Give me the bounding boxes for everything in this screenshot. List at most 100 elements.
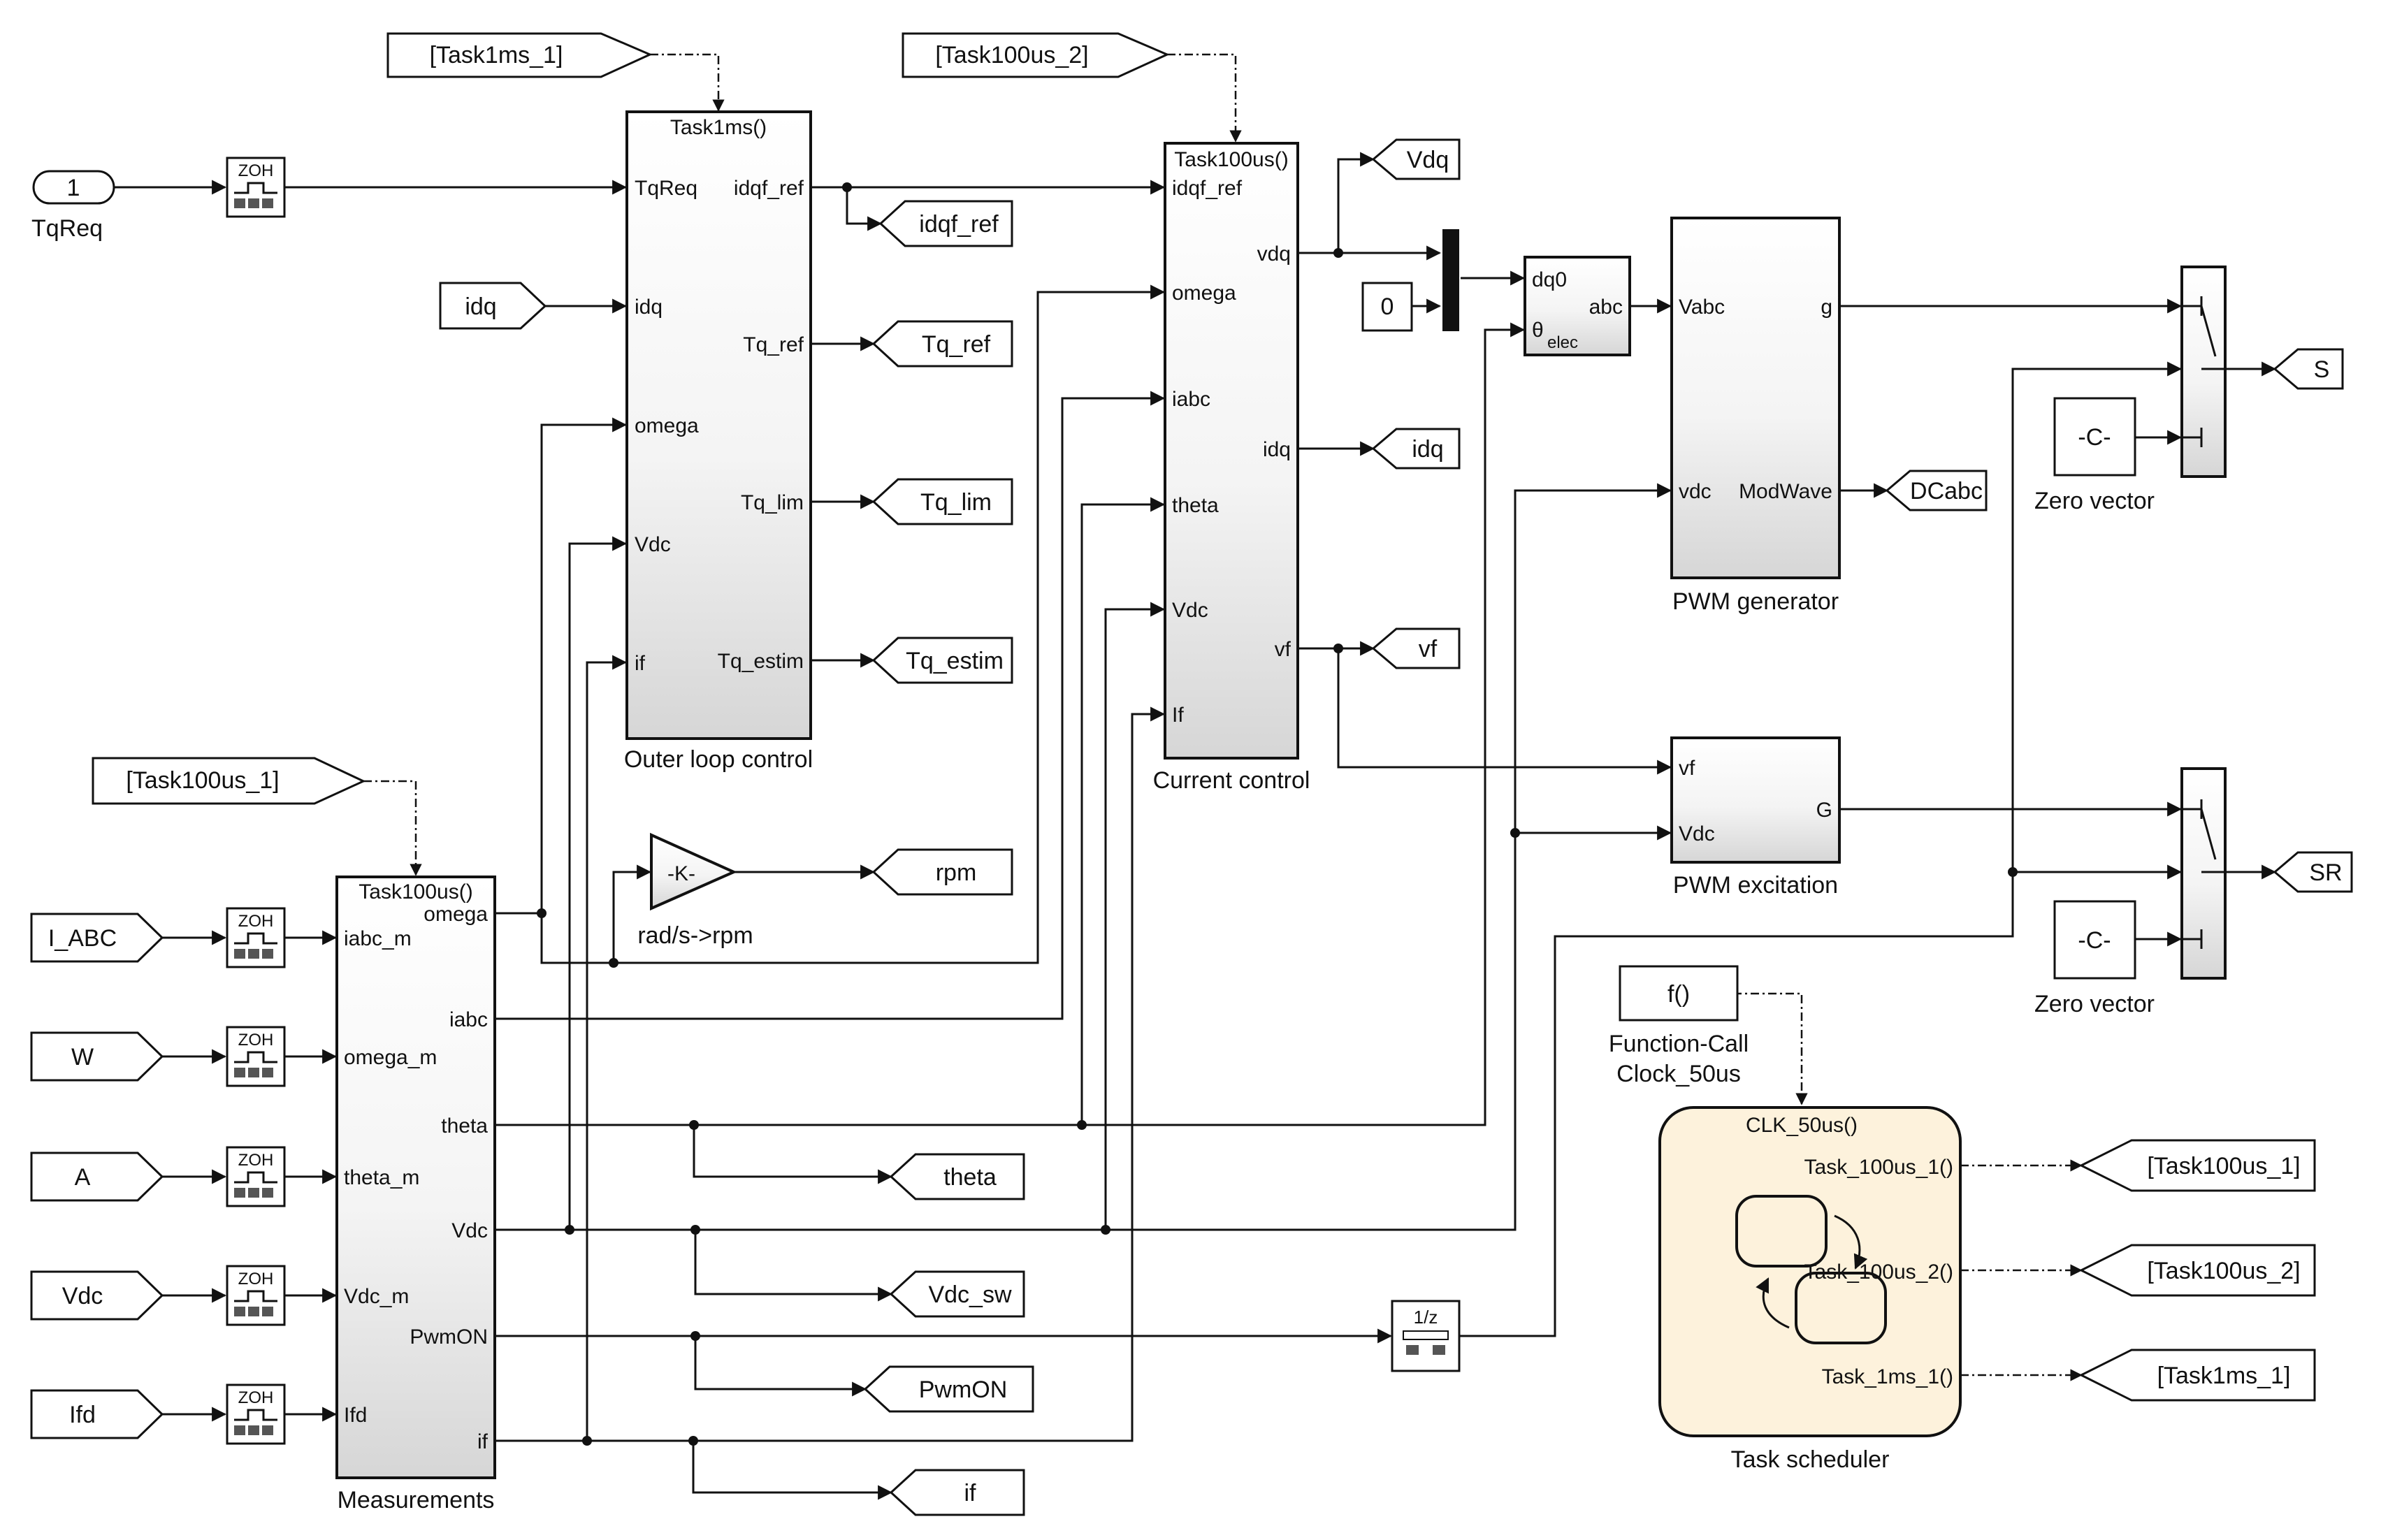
- port-label: iabc: [1172, 388, 1210, 411]
- from-task100us-2[interactable]: [Task100us_2]: [902, 32, 1170, 78]
- port-label: Vabc: [1679, 296, 1725, 319]
- from-label: idq: [465, 293, 496, 320]
- port-label: vf: [1679, 757, 1695, 780]
- goto-task1ms-1[interactable]: [Task1ms_1]: [2078, 1349, 2316, 1402]
- inport-label: TqReq: [31, 215, 103, 242]
- from-label: A: [75, 1164, 91, 1191]
- goto-vf[interactable]: vf: [1371, 627, 1461, 669]
- mux-block[interactable]: [1442, 229, 1459, 331]
- port-label: dq0: [1532, 268, 1567, 291]
- from-task100us-1[interactable]: [Task100us_1]: [92, 757, 366, 805]
- goto-idq[interactable]: idq: [1371, 428, 1461, 470]
- goto-idqf-ref[interactable]: idqf_ref: [878, 200, 1013, 247]
- goto-label: PwmON: [919, 1376, 1008, 1403]
- pwm-generator-block[interactable]: Vabc vdc g ModWave PWM generator: [1670, 217, 1841, 615]
- goto-rpm[interactable]: rpm: [871, 848, 1013, 896]
- gain-block-rpm[interactable]: -K- rad/s->rpm: [637, 832, 753, 949]
- port-label: Vdc: [1679, 822, 1715, 845]
- switch-block-sr[interactable]: [2180, 767, 2227, 980]
- goto-label: Vdc_sw: [928, 1281, 1011, 1308]
- goto-vdc-sw[interactable]: Vdc_sw: [889, 1270, 1025, 1318]
- zoh-block[interactable]: ZOH: [226, 157, 286, 218]
- from-label: Ifd: [69, 1402, 96, 1428]
- block-name: Task scheduler: [1731, 1446, 1890, 1473]
- from-a[interactable]: A: [30, 1152, 164, 1202]
- port-label: θ: [1532, 319, 1544, 342]
- zero-vector-block-2[interactable]: -C- Zero vector: [2034, 900, 2155, 1017]
- from-idq[interactable]: idq: [439, 282, 547, 330]
- zoh-block[interactable]: ZOH: [226, 1265, 286, 1326]
- pwm-excitation-block[interactable]: vf Vdc G PWM excitation: [1670, 736, 1841, 899]
- zoh-block[interactable]: ZOH: [226, 1026, 286, 1087]
- from-label: I_ABC: [48, 925, 117, 952]
- goto-tq-ref[interactable]: Tq_ref: [871, 320, 1013, 368]
- trigger-label: Task1ms(): [670, 116, 767, 139]
- measurements-block[interactable]: Task100us() iabc_m omega_m theta_m Vdc_m…: [335, 876, 496, 1513]
- gain-value: -K-: [667, 862, 695, 885]
- from-i-abc[interactable]: I_ABC: [30, 913, 164, 963]
- goto-vdq[interactable]: Vdq: [1371, 138, 1461, 180]
- port-label: Task_1ms_1(): [1822, 1365, 1953, 1388]
- block-name: Zero vector: [2034, 488, 2155, 514]
- constant-value: -C-: [2078, 927, 2111, 954]
- port-label: G: [1816, 799, 1832, 822]
- goto-label: if: [964, 1480, 977, 1506]
- goto-s[interactable]: S: [2273, 348, 2344, 390]
- switch-block-s[interactable]: [2180, 266, 2227, 478]
- from-ifd[interactable]: Ifd: [30, 1389, 164, 1439]
- port-label: vdc: [1679, 480, 1712, 503]
- zoh-blocks: ZOH ZOH ZOH ZOH ZOH ZOH: [226, 157, 286, 1445]
- port-label: omega: [424, 903, 488, 926]
- goto-label: Vdq: [1407, 147, 1449, 173]
- from-task1ms-1[interactable]: [Task1ms_1]: [386, 32, 653, 78]
- port-label: omega: [635, 414, 699, 437]
- goto-label: SR: [2309, 859, 2342, 886]
- outer-loop-control-block[interactable]: Task1ms() TqReq idq omega Vdc if idqf_re…: [624, 110, 813, 773]
- goto-if[interactable]: if: [889, 1469, 1025, 1516]
- goto-sr[interactable]: SR: [2273, 851, 2353, 893]
- zero-vector-block-1[interactable]: -C- Zero vector: [2034, 397, 2155, 514]
- port-label: TqReq: [635, 177, 697, 200]
- block-name: PWM generator: [1672, 588, 1839, 615]
- goto-dcabc[interactable]: DCabc: [1885, 470, 1988, 511]
- block-name: Zero vector: [2034, 991, 2155, 1017]
- port-label: vdq: [1257, 242, 1291, 266]
- dq0-to-abc-block[interactable]: dq0 abc θ elec: [1524, 256, 1631, 356]
- goto-tq-lim[interactable]: Tq_lim: [871, 478, 1013, 525]
- zoh-label: ZOH: [238, 1031, 274, 1049]
- port-label: abc: [1589, 296, 1623, 319]
- zoh-block[interactable]: ZOH: [226, 907, 286, 968]
- port-label: idq: [1263, 438, 1291, 461]
- constant-zero-block[interactable]: 0: [1361, 282, 1413, 332]
- block-name: PWM excitation: [1673, 872, 1838, 899]
- port-label: idqf_ref: [734, 177, 804, 200]
- current-control-block[interactable]: Task100us() idqf_ref omega iabc theta Vd…: [1153, 142, 1310, 794]
- port-label: theta: [441, 1114, 488, 1138]
- goto-label: Tq_ref: [922, 331, 991, 358]
- task-scheduler-block[interactable]: CLK_50us() Task_100us_1() Task_100us_2()…: [1658, 1106, 1962, 1473]
- port-label: ModWave: [1739, 480, 1832, 503]
- goto-task100us-1[interactable]: [Task100us_1]: [2078, 1139, 2316, 1192]
- goto-tq-estim[interactable]: Tq_estim: [871, 637, 1013, 684]
- port-label: g: [1821, 296, 1832, 319]
- from-w[interactable]: W: [30, 1031, 164, 1082]
- goto-pwmon[interactable]: PwmON: [863, 1365, 1034, 1413]
- from-vdc[interactable]: Vdc: [30, 1270, 164, 1321]
- zoh-block[interactable]: ZOH: [226, 1146, 286, 1207]
- inport-tqreq[interactable]: 1 TqReq: [31, 170, 115, 242]
- zoh-label: ZOH: [238, 1151, 274, 1170]
- goto-theta[interactable]: theta: [889, 1153, 1025, 1200]
- goto-task100us-2[interactable]: [Task100us_2]: [2078, 1244, 2316, 1297]
- goto-label: idq: [1412, 436, 1443, 463]
- block-name: Outer loop control: [624, 746, 813, 773]
- port-label: iabc_m: [344, 927, 412, 950]
- inport-number: 1: [67, 175, 80, 201]
- block-name: Function-Call: [1609, 1031, 1749, 1057]
- junction-dots: [537, 182, 2018, 1446]
- function-call-clock-block[interactable]: f() Function-Call Clock_50us: [1609, 965, 1749, 1087]
- unit-delay-label: 1/z: [1414, 1307, 1438, 1328]
- zoh-block[interactable]: ZOH: [226, 1383, 286, 1445]
- from-label: [Task100us_1]: [126, 767, 279, 794]
- unit-delay-block[interactable]: 1/z: [1391, 1300, 1461, 1372]
- goto-label: idqf_ref: [919, 211, 999, 238]
